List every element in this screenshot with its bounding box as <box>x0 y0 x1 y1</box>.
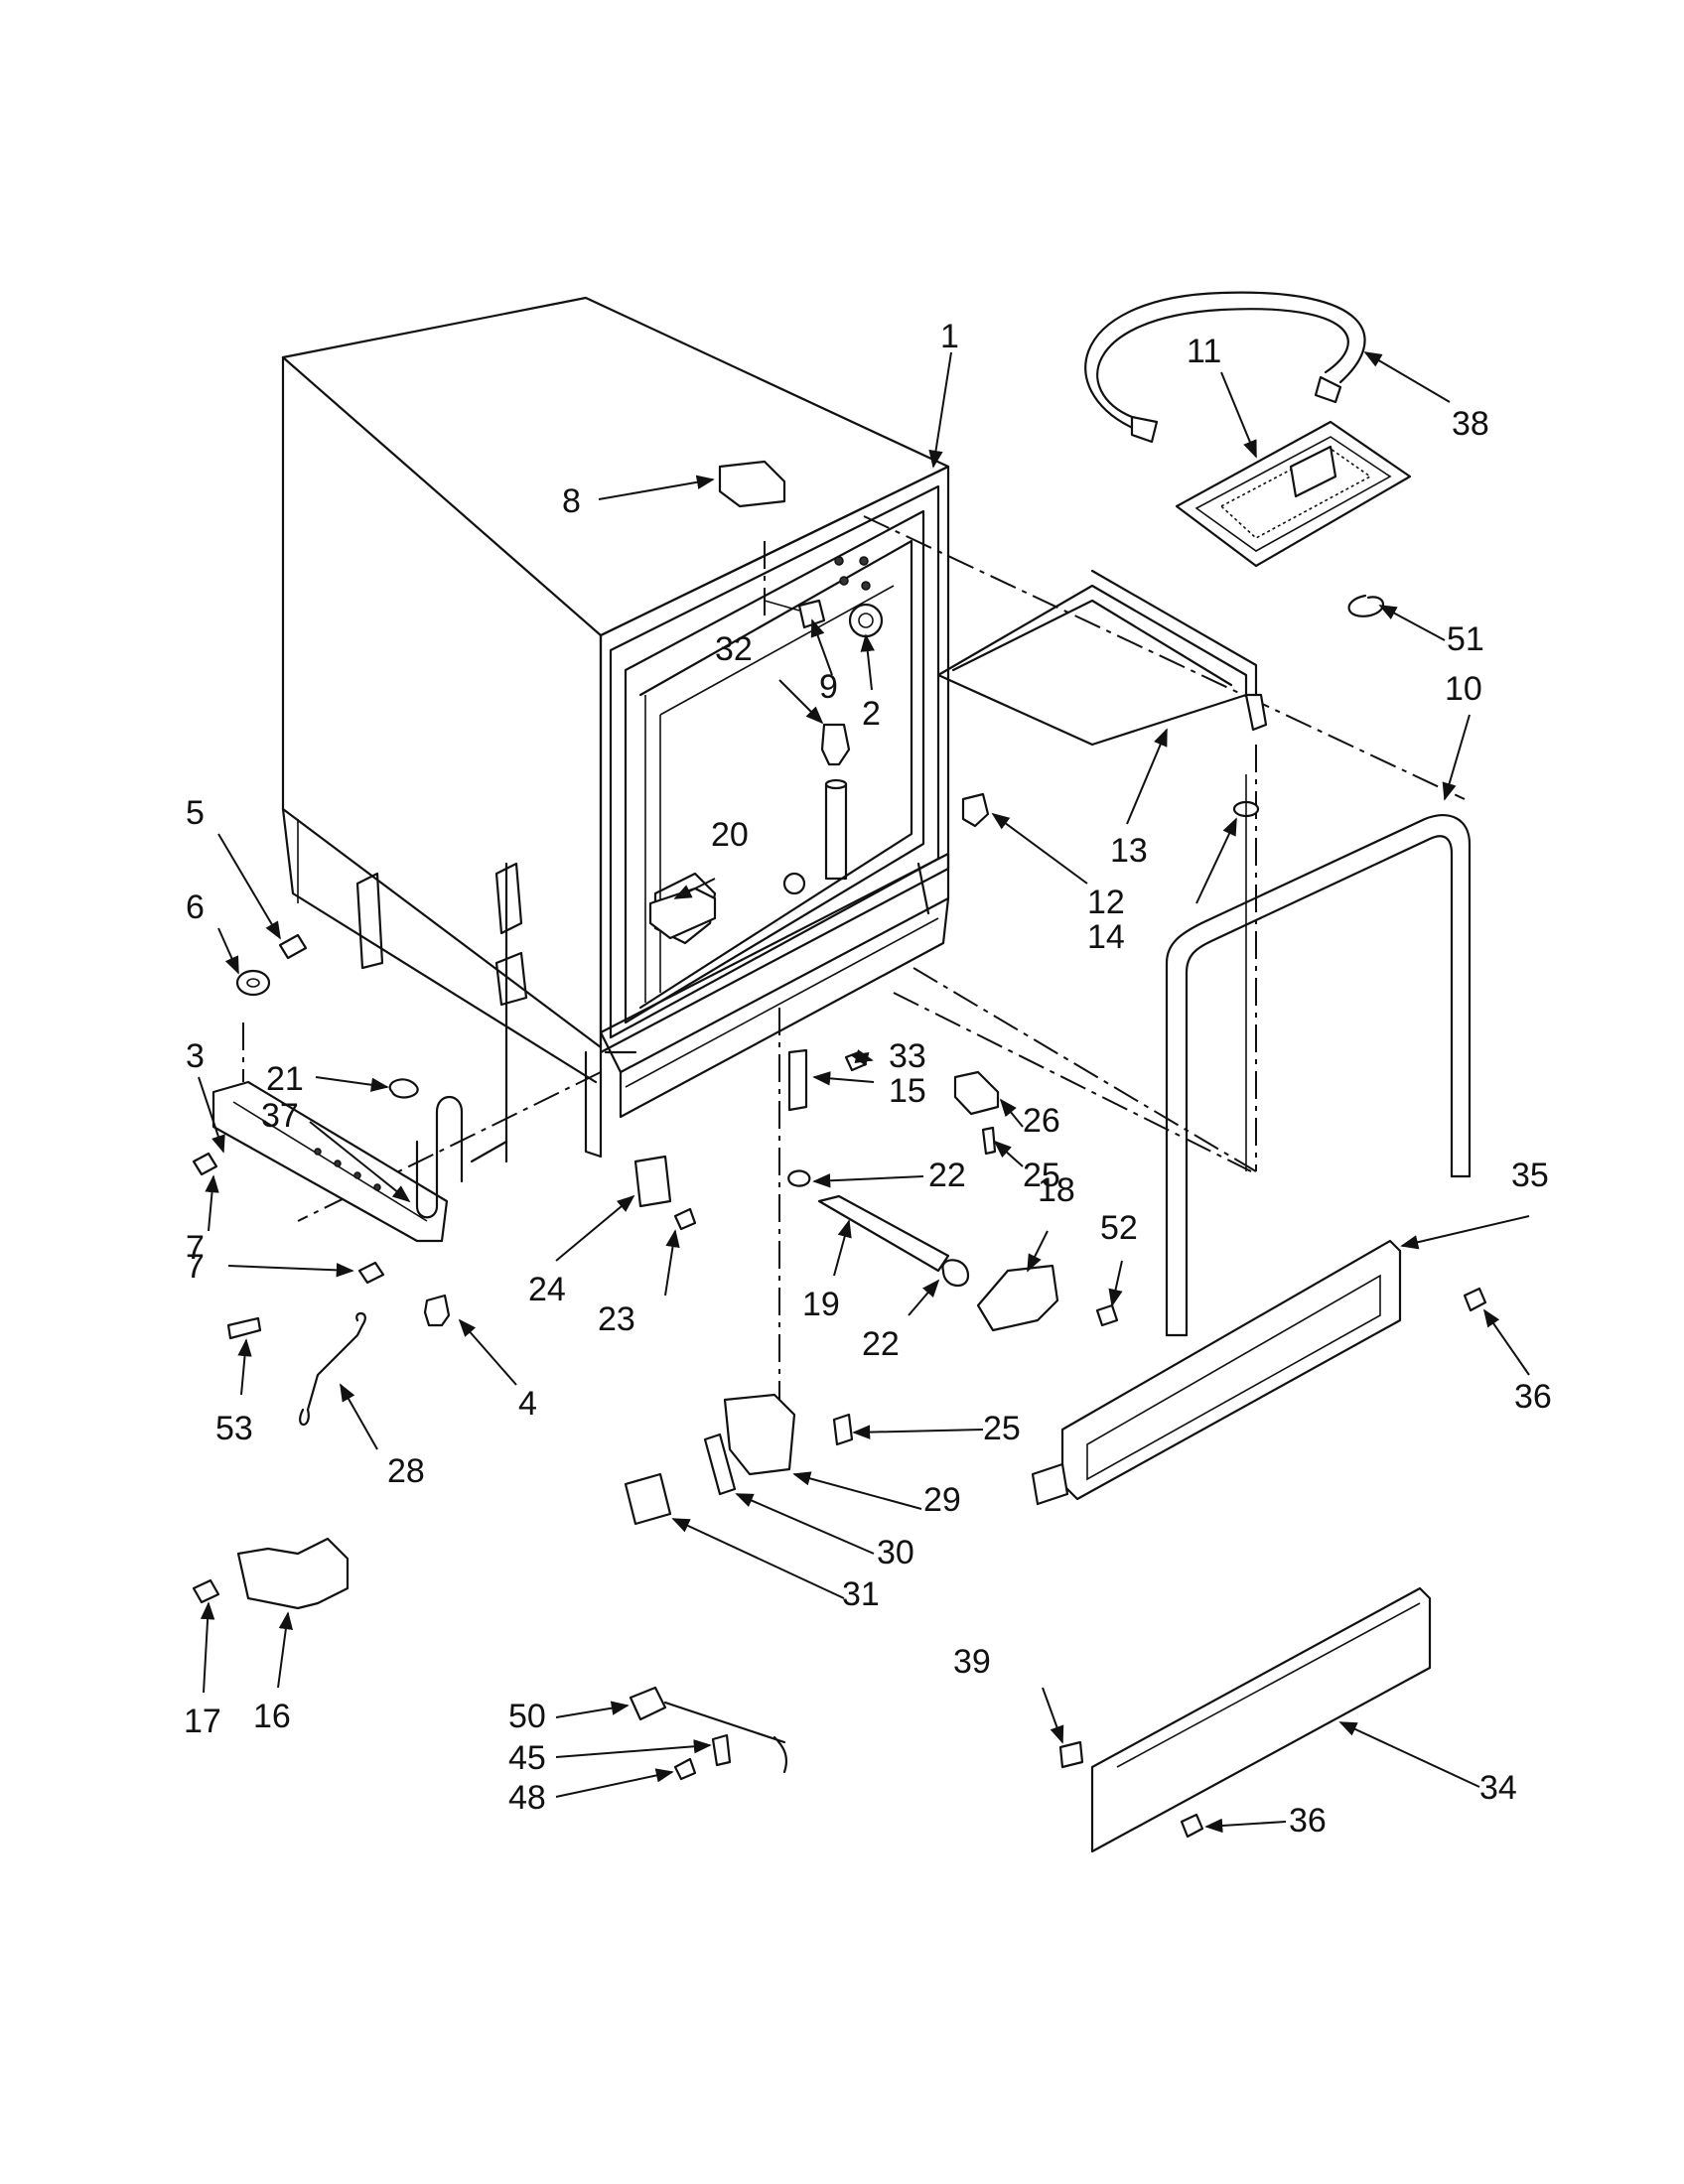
callout-7a: 7 <box>186 1229 205 1267</box>
part-21-clamp <box>388 1078 419 1099</box>
callout-19: 19 <box>802 1286 840 1323</box>
callout-1: 1 <box>940 318 959 355</box>
part-13-heating-element <box>936 569 1268 747</box>
part-29-switch-assembly <box>723 1393 796 1476</box>
part-28-spring <box>299 1312 366 1427</box>
part-35-panel <box>1031 1239 1402 1506</box>
part-6-washer <box>235 969 271 997</box>
callout-53: 53 <box>215 1410 253 1447</box>
callout-31: 31 <box>842 1575 880 1613</box>
part-10-gasket <box>1165 814 1472 1337</box>
part-17-screw <box>192 1578 220 1604</box>
part-32-fitting <box>820 723 851 766</box>
leader-lines <box>198 351 1530 1834</box>
callout-25b: 25 <box>983 1410 1021 1447</box>
callout-38: 38 <box>1452 405 1489 443</box>
part-22-clamp-b <box>941 1259 970 1287</box>
part-34-kickplate <box>1090 1586 1432 1853</box>
part-25-screw-a <box>981 1126 997 1156</box>
tub-assembly <box>281 296 950 1163</box>
part-33-nut <box>844 1050 868 1072</box>
part-31-cover <box>624 1472 672 1526</box>
callout-34: 34 <box>1479 1769 1517 1807</box>
part-25-screw-b <box>832 1413 854 1446</box>
callout-48: 48 <box>508 1779 546 1817</box>
part-36-screw-a <box>1463 1287 1487 1312</box>
callout-37: 37 <box>261 1097 299 1135</box>
part-53-label <box>226 1316 262 1340</box>
part-9-screw <box>764 599 826 629</box>
callout-20: 20 <box>711 816 749 854</box>
callout-3: 3 <box>186 1037 205 1075</box>
part-3-rail <box>211 1080 449 1243</box>
alignment-lines <box>242 515 1466 1430</box>
part-11-filter-screen <box>1175 420 1412 568</box>
part-36-screw-b <box>1180 1813 1204 1839</box>
callout-28: 28 <box>387 1452 425 1490</box>
callout-5: 5 <box>186 794 205 832</box>
part-22-clamp-a <box>787 1169 811 1187</box>
part-2-nut <box>848 603 884 638</box>
callout-33: 33 <box>889 1037 926 1075</box>
callout-14: 14 <box>1087 918 1125 956</box>
callout-8: 8 <box>562 482 581 520</box>
callout-35: 35 <box>1511 1157 1549 1194</box>
part-4-leveling-leg <box>423 1294 451 1327</box>
part-19-tube <box>817 1194 950 1273</box>
callout-25a: 25 <box>1023 1157 1060 1194</box>
callout-7b: 7 <box>186 1248 205 1286</box>
part-16-inlet-valve <box>236 1537 350 1610</box>
part-7-screw-a <box>192 1152 218 1176</box>
callout-36a: 36 <box>1514 1378 1552 1416</box>
part-51-clamp <box>1347 594 1384 617</box>
part-14-washer <box>1232 774 1260 1171</box>
part-30-lever <box>703 1433 737 1496</box>
part-12-clip <box>961 792 990 828</box>
part-7-screw-b <box>357 1261 385 1285</box>
callout-50: 50 <box>508 1698 546 1735</box>
callout-labels: 1 2 3 4 5 6 7 7 8 9 10 11 12 13 14 15 16… <box>184 318 1552 1840</box>
callout-22b: 22 <box>862 1325 900 1363</box>
callout-16: 16 <box>253 1698 291 1735</box>
part-38-hose <box>1084 291 1366 444</box>
callout-52: 52 <box>1100 1209 1138 1247</box>
callout-15: 15 <box>889 1072 926 1110</box>
part-23-screw <box>673 1207 697 1231</box>
callout-29: 29 <box>923 1481 961 1519</box>
callout-18: 18 <box>1038 1171 1075 1209</box>
callout-13: 13 <box>1110 832 1148 870</box>
callout-12: 12 <box>1087 884 1125 921</box>
callout-17: 17 <box>184 1703 221 1740</box>
callout-39: 39 <box>953 1643 991 1681</box>
callout-32: 32 <box>715 630 753 668</box>
callout-22a: 22 <box>928 1157 966 1194</box>
callout-45: 45 <box>508 1739 546 1777</box>
part-24-switch <box>633 1155 672 1208</box>
part-5-screw <box>278 933 308 960</box>
callout-11: 11 <box>1187 333 1221 370</box>
part-26-latch <box>953 1070 1000 1116</box>
callout-24: 24 <box>528 1271 566 1308</box>
callout-26: 26 <box>1023 1102 1060 1140</box>
part-15-post <box>787 1048 808 1112</box>
callout-36b: 36 <box>1289 1802 1327 1840</box>
callout-51: 51 <box>1447 620 1484 658</box>
part-52-screw <box>1095 1303 1119 1327</box>
part-37-drain-hose <box>415 1096 464 1219</box>
part-8-bracket <box>718 460 786 508</box>
callout-2: 2 <box>862 695 881 733</box>
callout-10: 10 <box>1445 670 1482 708</box>
part-45-clamp <box>711 1733 732 1767</box>
part-48-screw <box>673 1757 697 1781</box>
callout-21: 21 <box>266 1060 304 1098</box>
part-39-clip <box>1058 1740 1084 1769</box>
callout-9: 9 <box>819 668 838 706</box>
callout-23: 23 <box>598 1300 635 1338</box>
callout-30: 30 <box>877 1534 914 1571</box>
part-18-fitting <box>976 1264 1059 1332</box>
callout-4: 4 <box>518 1385 537 1423</box>
callout-6: 6 <box>186 888 205 926</box>
part-50-power-cord <box>629 1686 788 1774</box>
